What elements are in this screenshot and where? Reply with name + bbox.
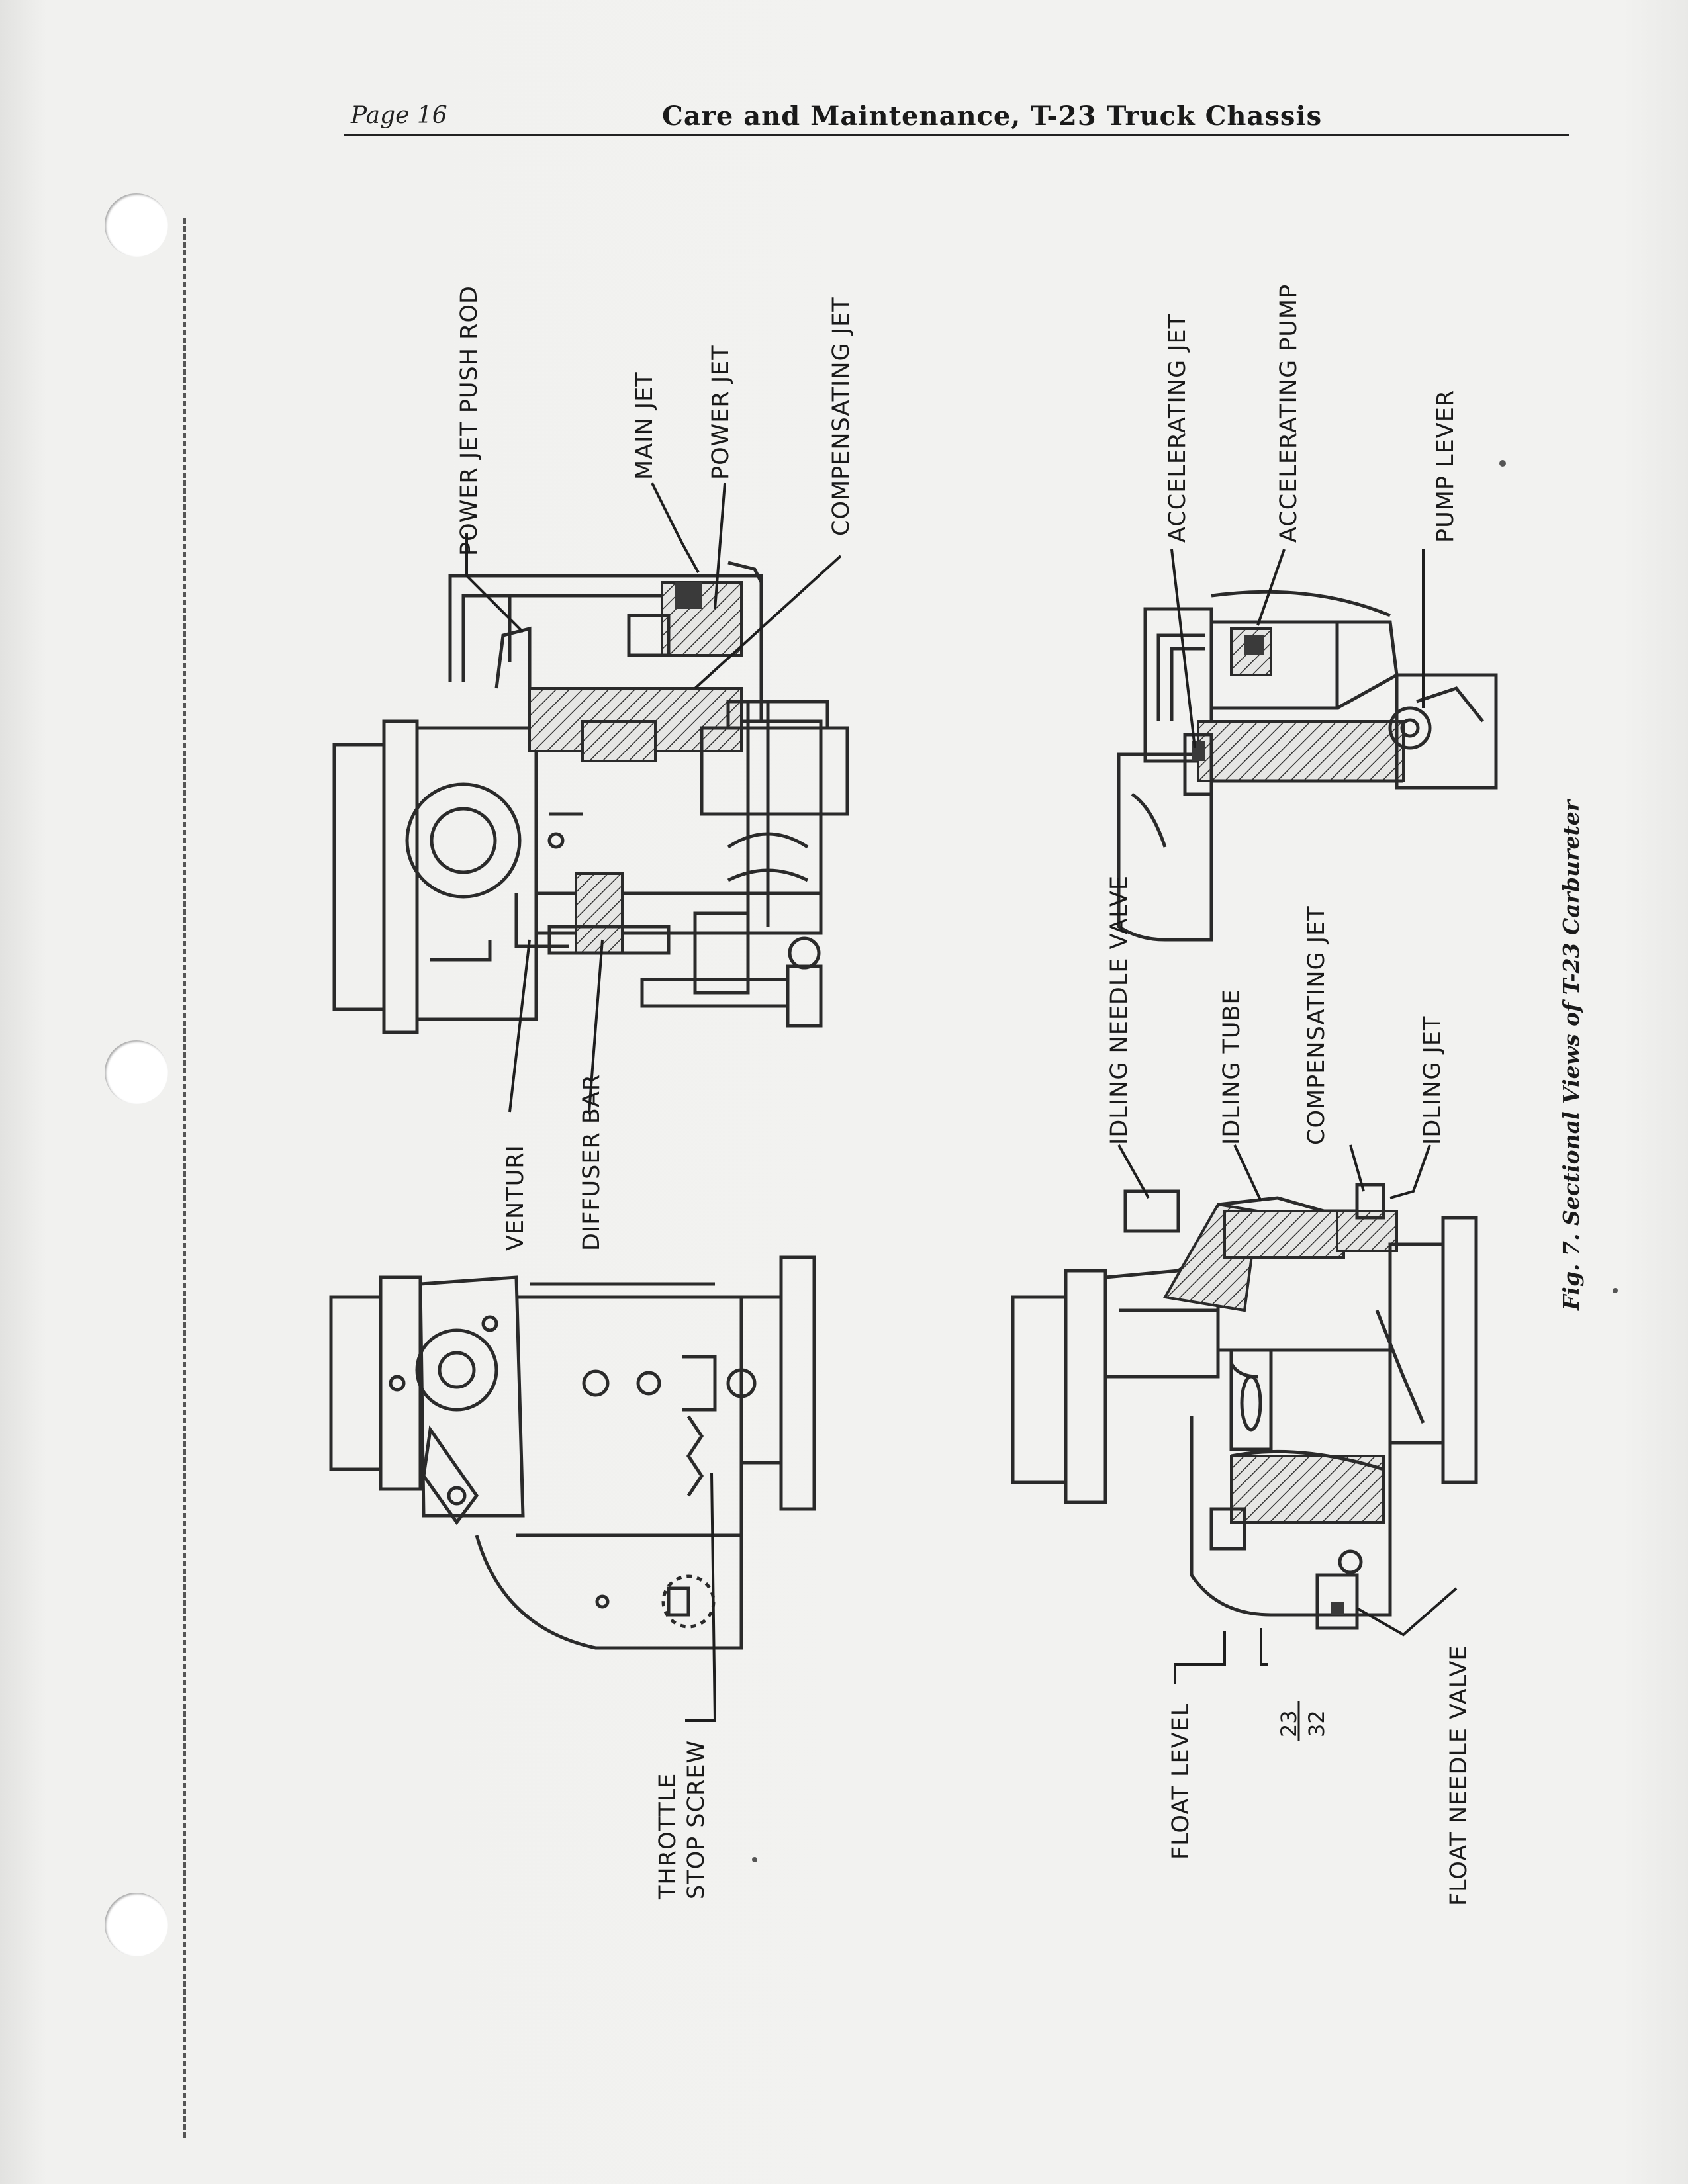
binder-hole-top <box>105 193 168 257</box>
label-compensating-jet-top: COMPENSATING JET <box>828 296 855 536</box>
header-rule <box>344 134 1569 136</box>
page-header: Page 16 Care and Maintenance, T-23 Truck… <box>344 93 1569 135</box>
figure-caption: Fig. 7. Sectional Views of T-23 Carburet… <box>1558 798 1584 1311</box>
binder-hole-bottom <box>105 1893 168 1956</box>
leader-lines <box>465 460 1618 1862</box>
label-compensating-jet-bottom: COMPENSATING JET <box>1303 905 1330 1145</box>
label-idling-jet: IDLING JET <box>1419 1016 1446 1145</box>
label-main-jet: MAIN JET <box>632 371 658 480</box>
label-fraction-denominator: 32 <box>1304 1710 1329 1737</box>
fold-crease <box>183 218 186 2138</box>
drawing-main-jet-section <box>332 561 849 1034</box>
binder-hole-middle <box>105 1040 168 1104</box>
figure-labels: POWER JET PUSH ROD MAIN JET POWER JET CO… <box>456 284 1584 1906</box>
drawing-float-chamber-section <box>1011 1183 1478 1630</box>
label-power-jet-push-rod: POWER JET PUSH ROD <box>456 285 483 556</box>
label-venturi: VENTURI <box>502 1144 529 1251</box>
drawing-exterior-view <box>329 1255 816 1650</box>
header-title: Care and Maintenance, T-23 Truck Chassis <box>662 101 1323 132</box>
label-float-level: FLOAT LEVEL <box>1168 1703 1194 1860</box>
label-idling-needle-valve: IDLING NEEDLE VALVE <box>1106 875 1133 1145</box>
label-fraction-numerator: 23 <box>1276 1710 1301 1737</box>
label-accelerating-jet: ACCELERATING JET <box>1164 314 1191 543</box>
label-accelerating-pump: ACCELERATING PUMP <box>1276 284 1302 543</box>
label-float-needle-valve: FLOAT NEEDLE VALVE <box>1446 1645 1472 1906</box>
drawing-accelerating-pump-section <box>1117 590 1498 942</box>
label-diffuser-bar: DIFFUSER BAR <box>579 1074 605 1251</box>
label-power-jet: POWER JET <box>708 345 734 480</box>
label-idling-tube: IDLING TUBE <box>1219 989 1245 1145</box>
label-pump-lever: PUMP LEVER <box>1432 390 1459 543</box>
page-number: Page 16 <box>351 102 447 129</box>
label-stop-screw: STOP SCREW <box>683 1740 710 1899</box>
label-throttle: THROTTLE <box>655 1773 681 1900</box>
